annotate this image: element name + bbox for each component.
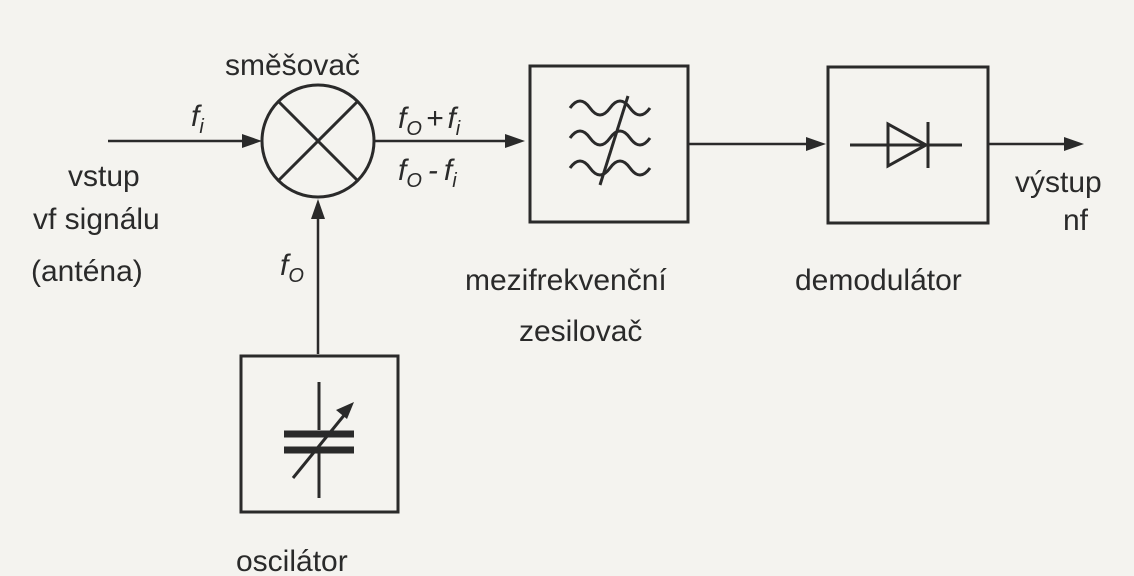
mixer-label: směšovač — [225, 49, 360, 82]
diode-icon — [850, 121, 962, 169]
output-label-line2: nf — [1063, 204, 1089, 237]
input-label-line3: (anténa) — [31, 255, 143, 288]
difference-frequency-label: fO-fi — [398, 154, 457, 192]
if-amplifier-label-line2: zesilovač — [519, 315, 642, 348]
sum-frequency-label: fO+fi — [398, 102, 461, 140]
input-connection — [108, 134, 262, 148]
input-label-line2: vf signálu — [33, 203, 160, 236]
if-to-demodulator-connection — [688, 137, 826, 151]
oscillator-to-mixer-connection — [311, 199, 325, 354]
oscillator-block — [239, 354, 400, 514]
oscillator-frequency-label: fO — [280, 249, 304, 287]
mixer-to-if-connection — [374, 134, 525, 148]
demodulator-block — [826, 65, 990, 225]
mixer — [260, 83, 376, 199]
output-connection — [988, 137, 1084, 151]
output-label-line1: výstup — [1015, 166, 1102, 199]
oscillator-label: oscilátor — [236, 545, 348, 576]
demodulator-label: demodulátor — [795, 264, 962, 297]
variable-capacitor-icon — [284, 382, 354, 498]
input-label: vstup vf signálu (anténa) — [31, 160, 160, 288]
input-label-line1: vstup — [68, 160, 140, 193]
if-amplifier-block — [528, 64, 690, 224]
input-frequency-label: fi — [191, 100, 204, 138]
if-amplifier-label-line1: mezifrekvenční — [465, 264, 667, 297]
filter-icon — [568, 95, 652, 186]
